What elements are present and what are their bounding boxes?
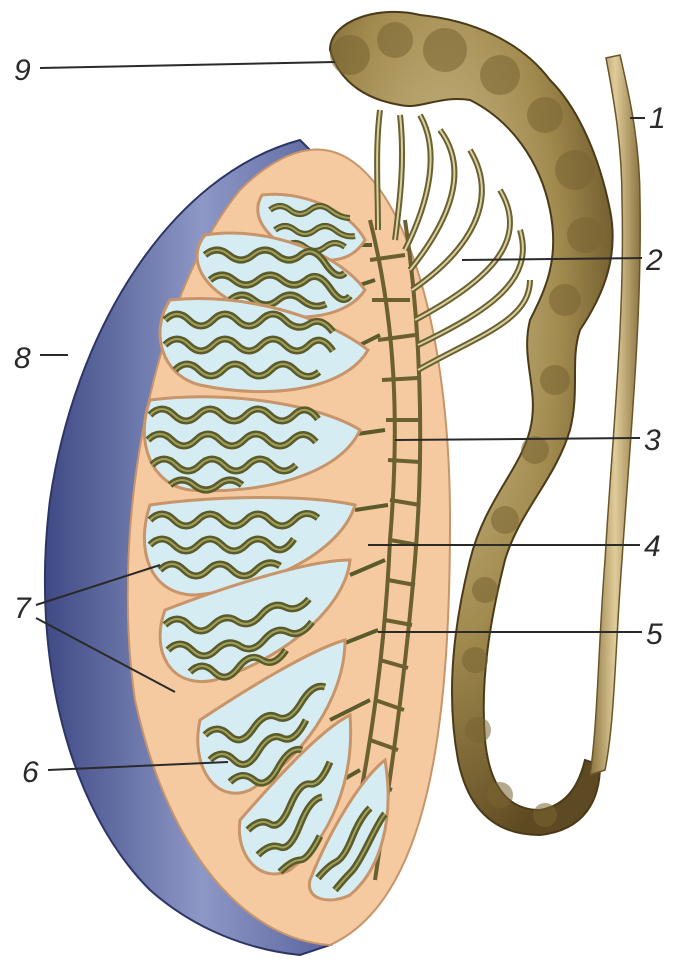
label-6: 6 — [22, 756, 39, 789]
label-7: 7 — [14, 592, 32, 625]
leader-line-2 — [462, 258, 642, 260]
label-8: 8 — [14, 342, 31, 375]
label-5: 5 — [646, 618, 663, 651]
label-3: 3 — [644, 424, 661, 457]
label-2: 2 — [645, 244, 663, 277]
label-9: 9 — [14, 54, 31, 87]
leader-line-9 — [40, 62, 335, 68]
label-1: 1 — [649, 102, 666, 135]
label-4: 4 — [644, 530, 661, 563]
